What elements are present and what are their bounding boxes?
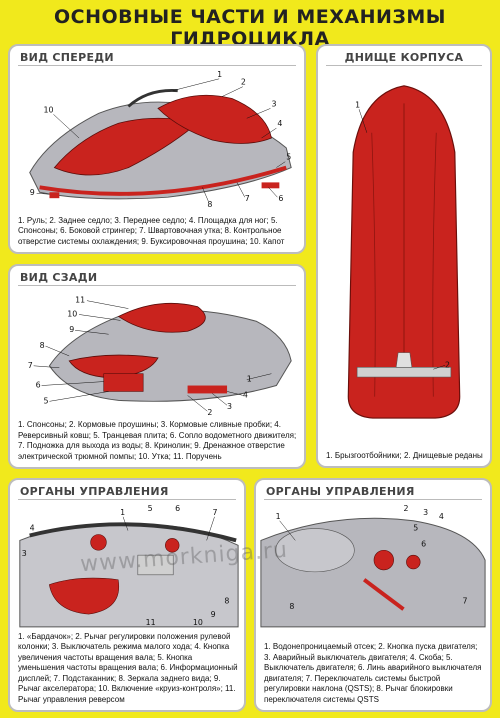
- svg-text:6: 6: [36, 381, 41, 390]
- svg-text:8: 8: [207, 200, 212, 208]
- svg-text:6: 6: [421, 539, 426, 548]
- svg-text:9: 9: [30, 188, 35, 197]
- svg-text:1: 1: [217, 70, 222, 79]
- svg-text:4: 4: [277, 119, 282, 128]
- panel-hull-bottom: ДНИЩЕ КОРПУСА 1 2 1. Брызгоотбойники; 2.…: [316, 44, 492, 468]
- svg-text:7: 7: [28, 361, 33, 370]
- svg-text:5: 5: [413, 524, 418, 533]
- hull-bottom-illustration: 1 2: [318, 70, 490, 430]
- jetski-front-drawing: 2 1 3 4 5 6 7 8 9 10: [29, 70, 292, 208]
- svg-text:4: 4: [30, 524, 35, 533]
- svg-text:9: 9: [69, 325, 74, 334]
- svg-text:2: 2: [241, 78, 246, 87]
- panel-heading: ОРГАНЫ УПРАВЛЕНИЯ: [266, 485, 415, 498]
- svg-text:7: 7: [213, 508, 218, 517]
- svg-text:6: 6: [278, 194, 283, 203]
- svg-text:2: 2: [445, 360, 450, 369]
- panel-controls-left: ОРГАНЫ УПРАВЛЕНИЯ 1 5 6 7 4 3 8 9 10 11 …: [8, 478, 246, 712]
- svg-text:7: 7: [462, 596, 467, 605]
- svg-text:3: 3: [22, 549, 27, 558]
- svg-text:10: 10: [44, 105, 54, 114]
- panel-heading: ОРГАНЫ УПРАВЛЕНИЯ: [20, 485, 169, 498]
- front-view-illustration: 2 1 3 4 5 6 7 8 9 10: [10, 68, 304, 208]
- svg-text:6: 6: [175, 504, 180, 513]
- svg-text:11: 11: [146, 618, 156, 627]
- rear-view-caption: 1. Спонсоны; 2. Кормовые проушины; 3. Ко…: [18, 420, 297, 461]
- svg-text:11: 11: [75, 296, 85, 305]
- svg-text:8: 8: [289, 602, 294, 611]
- svg-text:2: 2: [207, 408, 212, 416]
- panel-heading: ВИД СЗАДИ: [20, 271, 98, 284]
- svg-text:3: 3: [271, 99, 276, 108]
- panel-rear-view: ВИД СЗАДИ 11 10 9 8 7 6 5 4 3 2 1 1. Спо…: [8, 264, 306, 469]
- hull-bottom-drawing: 1 2: [347, 85, 461, 419]
- panel-heading: ДНИЩЕ КОРПУСА: [344, 51, 464, 64]
- svg-text:5: 5: [148, 504, 153, 513]
- panel-front-view: ВИД СПЕРЕДИ 2 1 3 4 5 6 7 8 9 10 1. Руль…: [8, 44, 306, 254]
- svg-text:5: 5: [286, 153, 291, 162]
- svg-text:8: 8: [224, 596, 229, 605]
- controls-left-illustration: 1 5 6 7 4 3 8 9 10 11: [10, 500, 244, 628]
- panel-heading: ВИД СПЕРЕДИ: [20, 51, 114, 64]
- controls-left-caption: 1. «Бардачок»; 2. Рычаг регулировки поло…: [18, 631, 238, 704]
- svg-text:2: 2: [403, 504, 408, 513]
- console-drawing: 1 2 3 4 5 6 7 8: [260, 504, 486, 628]
- panel-controls-right: ОРГАНЫ УПРАВЛЕНИЯ 1 2 3 4 5 6 7 8 1. Вод…: [254, 478, 492, 712]
- svg-text:8: 8: [40, 341, 45, 350]
- svg-text:1: 1: [120, 508, 125, 517]
- svg-text:4: 4: [439, 512, 444, 521]
- svg-text:4: 4: [243, 390, 248, 399]
- jetski-rear-drawing: 11 10 9 8 7 6 5 4 3 2 1: [28, 296, 292, 416]
- svg-text:1: 1: [355, 100, 360, 109]
- hull-bottom-caption: 1. Брызгоотбойники; 2. Днищевые реданы: [326, 450, 483, 460]
- controls-right-illustration: 1 2 3 4 5 6 7 8: [256, 500, 490, 628]
- svg-text:7: 7: [245, 194, 250, 203]
- svg-text:3: 3: [227, 402, 232, 411]
- handlebar-drawing: 1 5 6 7 4 3 8 9 10 11: [19, 504, 239, 628]
- svg-text:9: 9: [211, 610, 216, 619]
- front-view-caption: 1. Руль; 2. Заднее седло; 3. Переднее се…: [18, 215, 285, 246]
- svg-text:10: 10: [67, 309, 77, 318]
- svg-text:10: 10: [193, 618, 203, 627]
- rear-view-illustration: 11 10 9 8 7 6 5 4 3 2 1: [10, 286, 304, 416]
- svg-text:5: 5: [44, 396, 49, 405]
- controls-right-caption: 1. Водонепроницаемый отсек; 2. Кнопка пу…: [264, 642, 482, 704]
- svg-text:3: 3: [423, 508, 428, 517]
- svg-text:1: 1: [276, 512, 281, 521]
